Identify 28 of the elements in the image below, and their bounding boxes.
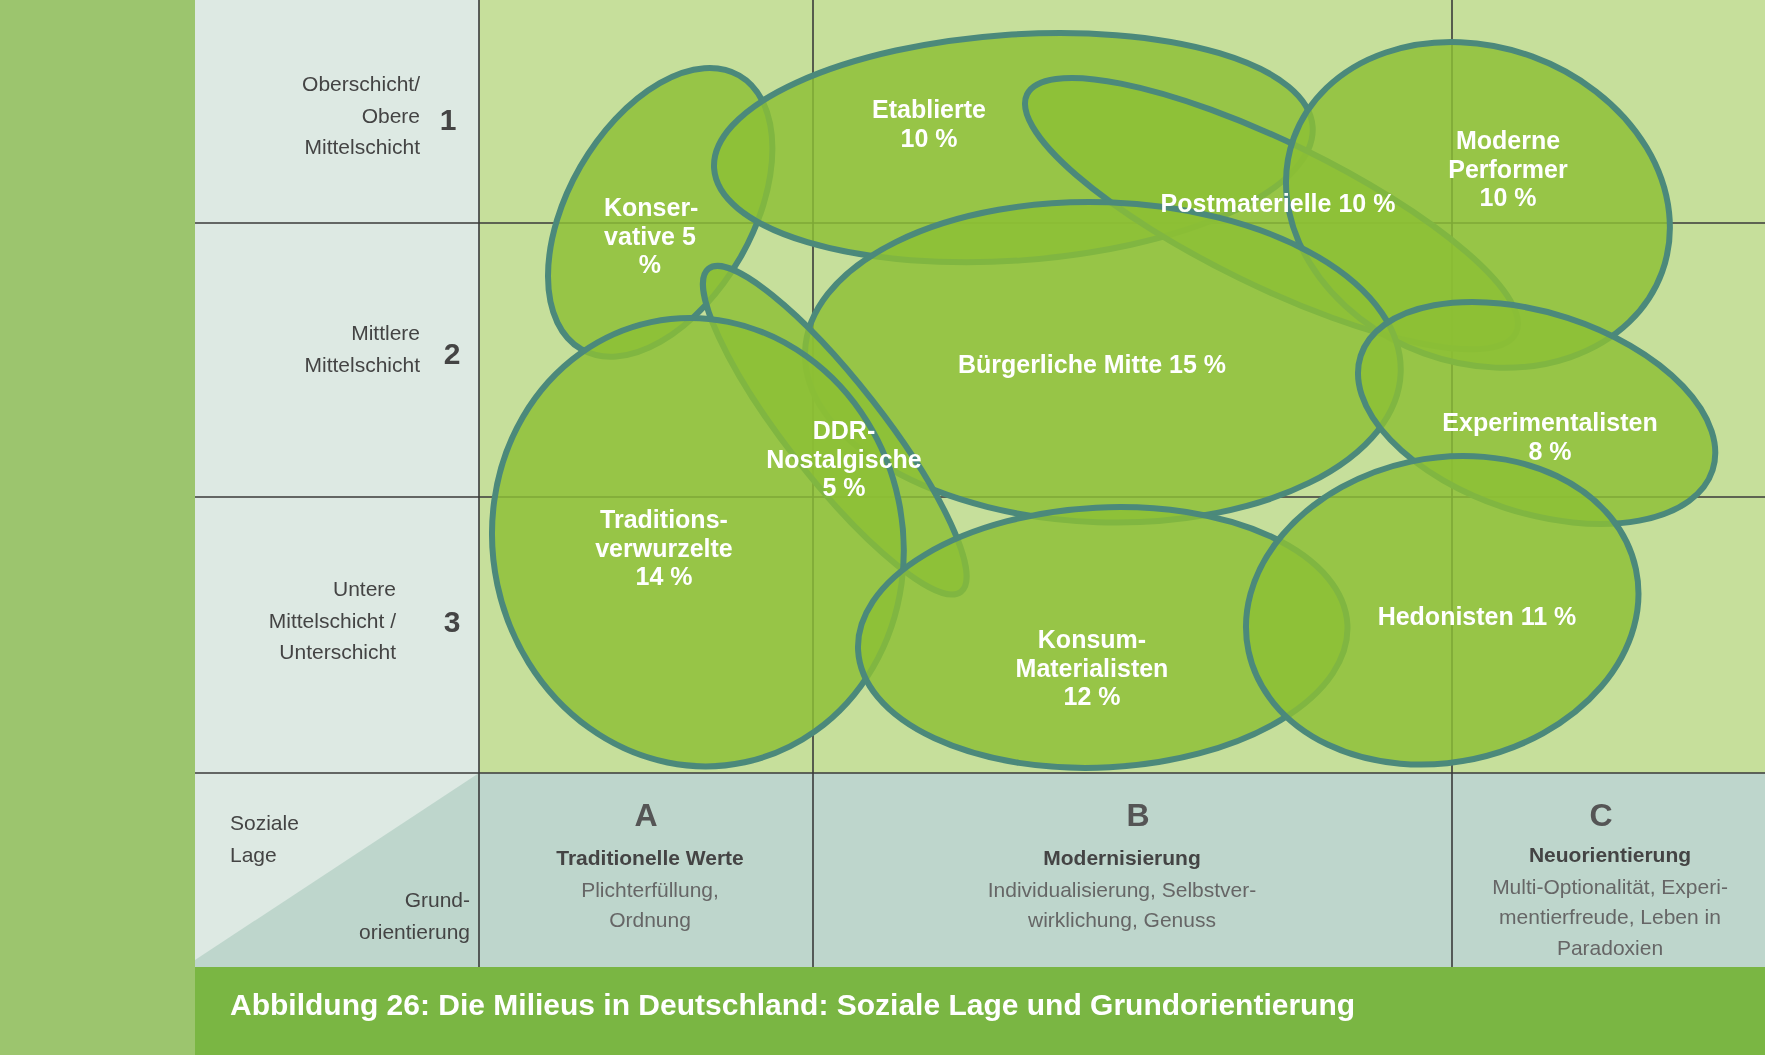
row-number: 2 [442,337,462,371]
milieu-label: Traditions- verwurzelte 14 % [594,504,734,592]
axis-label: Grund- orientierung [358,886,470,945]
column-letter: B [1125,796,1151,834]
class-label: Mittlere Mittelschicht [303,319,420,377]
milieu-label: Moderne Performer 10 % [1447,125,1569,213]
milieu-label: Postmaterielle 10 % [1159,188,1397,218]
milieu-label: Experimentalisten 8 % [1441,408,1659,466]
milieu-label: Hedonisten 11 % [1376,601,1578,631]
class-label: Oberschicht/ Obere Mittelschicht [301,70,420,160]
row-number: 3 [442,605,462,639]
column-letter: C [1588,796,1614,834]
milieu-label: Etablierte 10 % [871,95,987,153]
column-description: Multi-Optionalität, Experi- mentierfreude, Leben in Paradoxien [1491,874,1729,962]
milieu-label: Bürgerliche Mitte 15 % [956,349,1228,379]
column-letter: A [633,796,659,834]
figure-caption: Abbildung 26: Die Milieus in Deutschland: Soziale Lage und Grundorientierung [230,988,1356,1022]
axis-label: Soziale Lage [230,809,300,868]
milieu-label: DDR- Nostalgische 5 % [765,415,923,503]
column-title: Neuorientierung [1527,843,1693,867]
column-description: Plichterfüllung, Ordnung [580,876,720,933]
milieu-label: Konsum- Materialisten 12 % [1014,624,1170,712]
column-description: Individualisierung, Selbstver- wirklichung, Genuss [986,876,1258,933]
row-number: 1 [438,103,458,137]
column-title: Modernisierung [1042,846,1202,870]
milieu-label: Konser- vative 5 % [604,192,696,280]
class-label: Untere Mittelschicht / Unterschicht [267,575,396,665]
column-title: Traditionelle Werte [555,846,745,870]
